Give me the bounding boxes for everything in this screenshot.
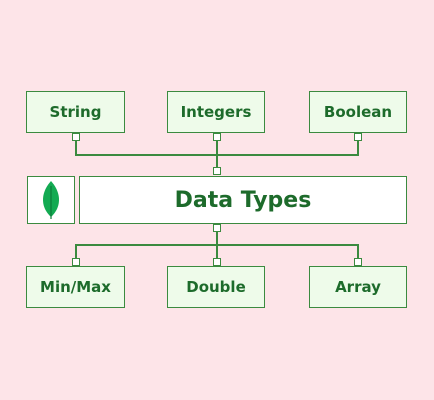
node-double: Double xyxy=(167,266,265,308)
mongodb-leaf-icon xyxy=(43,181,59,219)
node-double-label: Double xyxy=(186,278,246,296)
diagram-title-box: Data Types xyxy=(79,176,407,224)
connector-bottom-right-vertical xyxy=(357,244,359,258)
port-array-top xyxy=(354,258,362,266)
port-double-top xyxy=(213,258,221,266)
node-min-max: Min/Max xyxy=(26,266,125,308)
port-title-top xyxy=(213,167,221,175)
connector-bottom-horizontal xyxy=(75,244,359,246)
port-string-bottom xyxy=(72,133,80,141)
port-minmax-top xyxy=(72,258,80,266)
node-array: Array xyxy=(309,266,407,308)
node-integers: Integers xyxy=(167,91,265,133)
port-title-bottom xyxy=(213,224,221,232)
connector-bottom-left-vertical xyxy=(75,244,77,258)
logo-box xyxy=(27,176,75,224)
node-boolean: Boolean xyxy=(309,91,407,133)
port-integers-bottom xyxy=(213,133,221,141)
node-string: String xyxy=(26,91,125,133)
port-boolean-bottom xyxy=(354,133,362,141)
node-array-label: Array xyxy=(335,278,381,296)
node-string-label: String xyxy=(49,103,102,121)
diagram-title: Data Types xyxy=(174,187,312,213)
connector-top-right-vertical xyxy=(357,141,359,155)
node-min-max-label: Min/Max xyxy=(40,278,111,296)
node-boolean-label: Boolean xyxy=(323,103,393,121)
node-integers-label: Integers xyxy=(180,103,252,121)
connector-top-left-vertical xyxy=(75,141,77,155)
connector-top-center-vertical xyxy=(216,141,218,167)
